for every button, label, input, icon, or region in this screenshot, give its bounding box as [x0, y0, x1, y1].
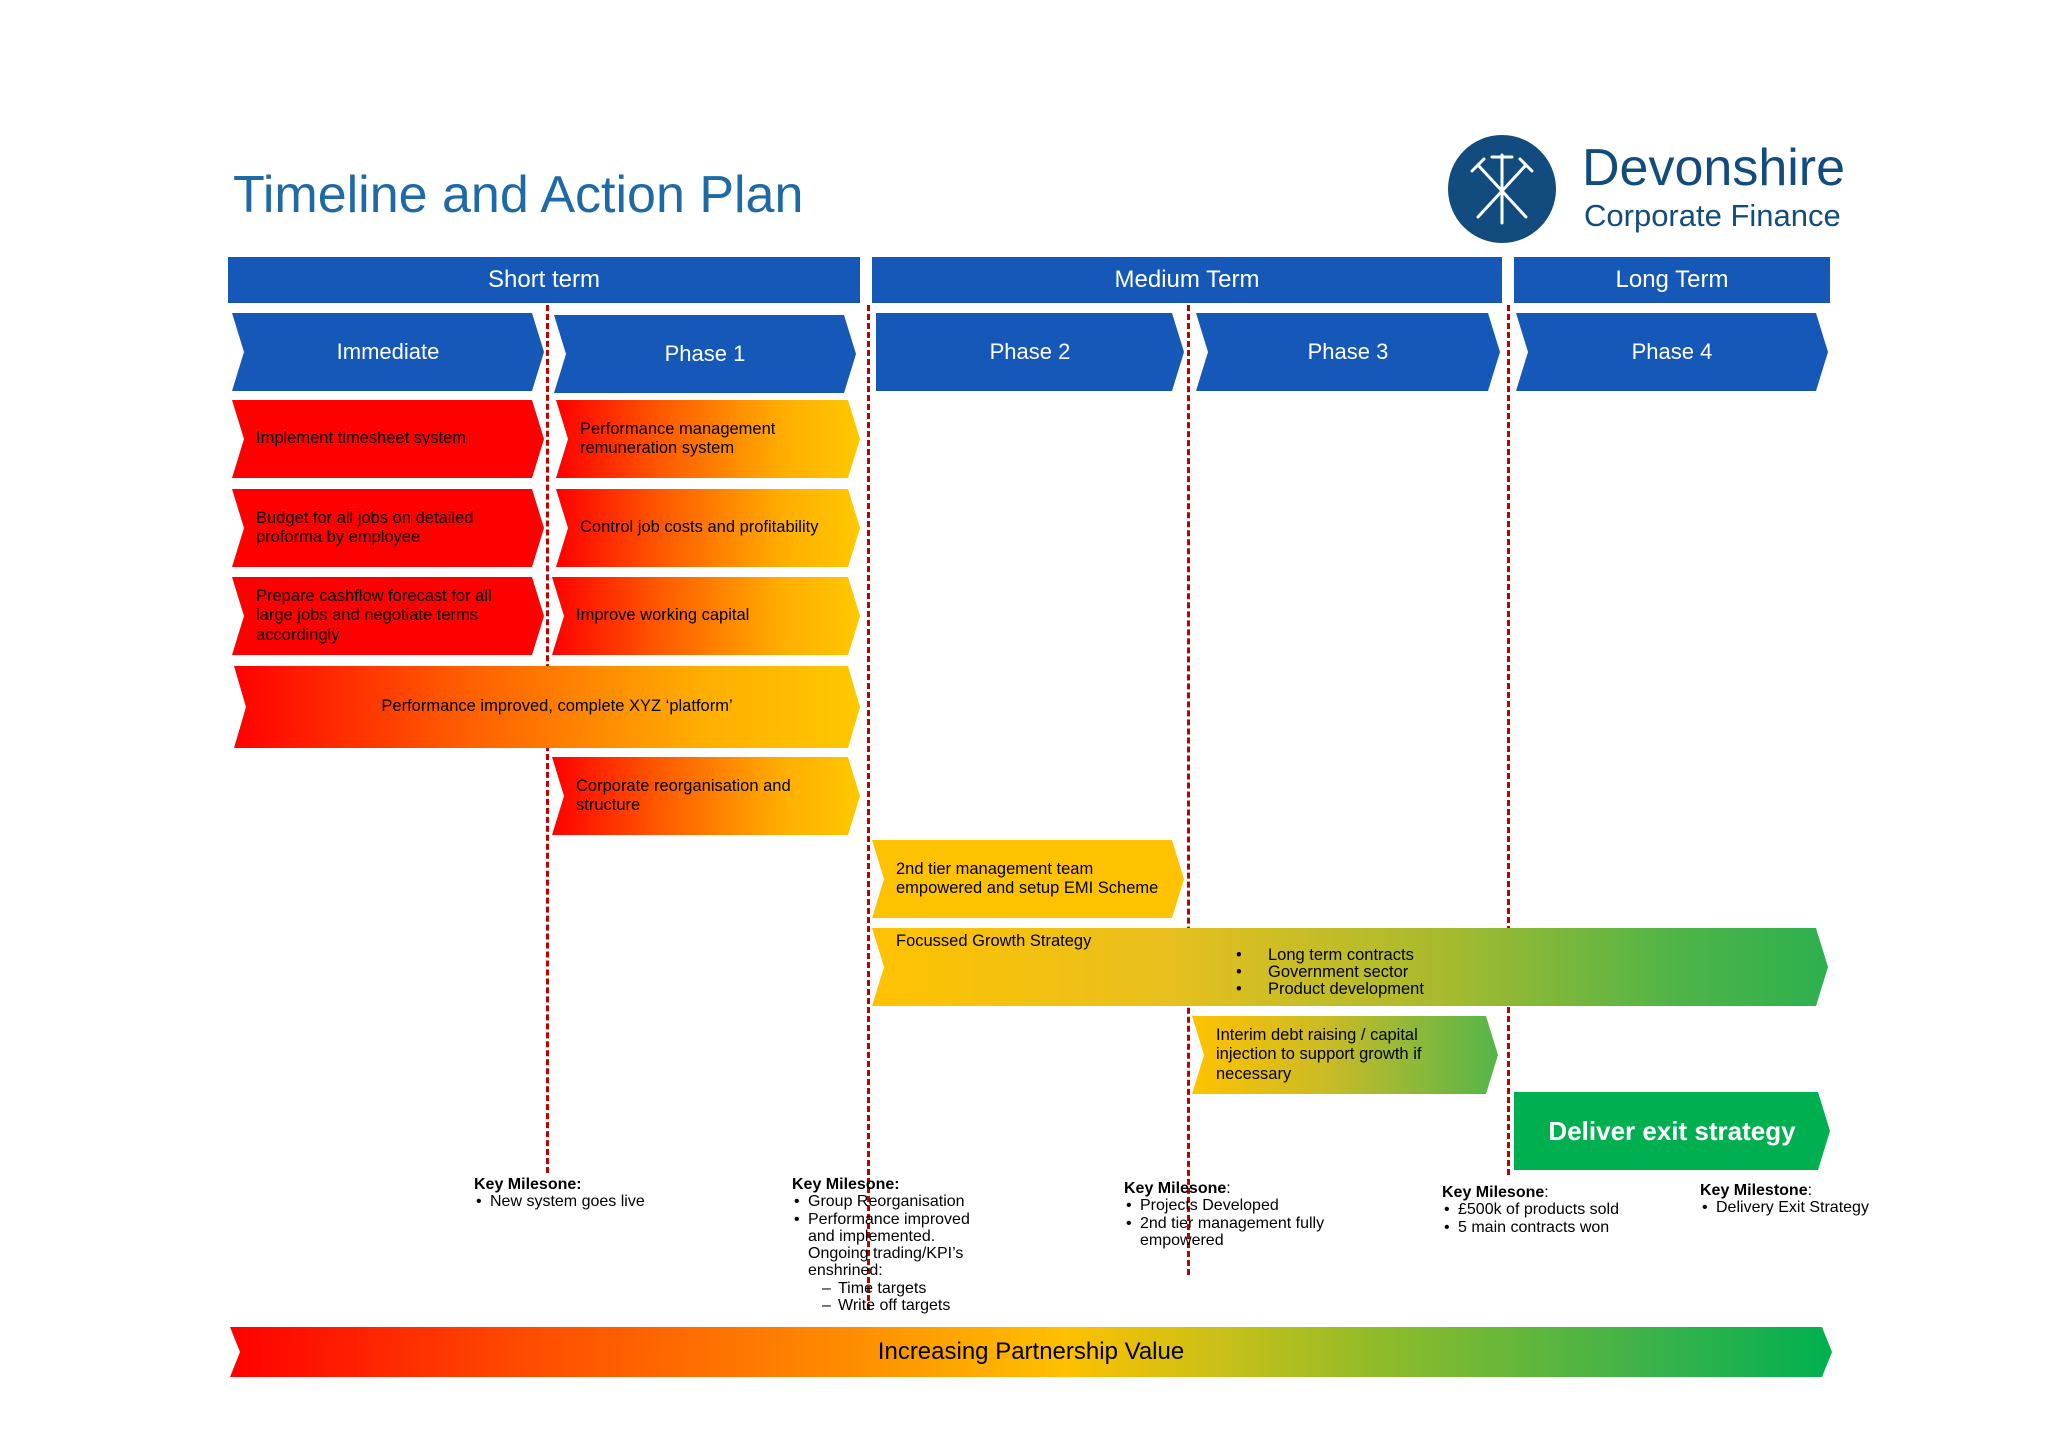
list-item: Projects Developed — [1124, 1197, 1364, 1215]
action-performance-management: Performance management remuneration syst… — [556, 400, 860, 478]
page-title: Timeline and Action Plan — [233, 166, 804, 224]
action-platform: Performance improved, complete XYZ ‘plat… — [234, 666, 860, 748]
growth-strategy-title: Focussed Growth Strategy — [896, 932, 1092, 950]
phase-immediate: Immediate — [232, 313, 544, 391]
list-item: New system goes live — [474, 1193, 714, 1211]
milestone-phase-4: Key Milestone: Delivery Exit Strategy — [1700, 1182, 1910, 1217]
term-medium: Medium Term — [872, 257, 1502, 303]
list-item: Performance improved and implemented. On… — [792, 1211, 992, 1280]
growth-strategy-list: Long term contracts Government sector Pr… — [1236, 946, 1424, 999]
milestone-immediate: Key Milesone: New system goes live — [474, 1176, 714, 1211]
phase-4: Phase 4 — [1516, 313, 1828, 391]
phase-divider — [1507, 305, 1510, 1175]
list-item: Time targets — [792, 1280, 992, 1298]
list-item: Delivery Exit Strategy — [1700, 1199, 1910, 1217]
phase-1: Phase 1 — [554, 315, 856, 393]
action-working-capital: Improve working capital — [552, 577, 860, 655]
milestone-heading: Key Milesone — [1124, 1180, 1227, 1197]
list-item: Write off targets — [792, 1297, 992, 1315]
milestone-phase-2: Key Milesone: Projects Developed 2nd tie… — [1124, 1180, 1364, 1249]
list-item: 2nd tier management fully empowered — [1124, 1215, 1364, 1250]
phase-divider — [867, 305, 870, 1310]
milestone-phase-3: Key Milesone: £500k of products sold 5 m… — [1442, 1184, 1662, 1236]
milestone-phase-1: Key Milesone: Group Reorganisation Perfo… — [792, 1176, 992, 1314]
logo-name: Devonshire — [1582, 139, 1846, 197]
phase-divider — [1187, 305, 1190, 1275]
logo-emblem-icon — [1448, 135, 1556, 243]
term-long: Long Term — [1514, 257, 1830, 303]
partnership-value-banner: Increasing Partnership Value — [230, 1327, 1832, 1377]
list-item: Long term contracts — [1236, 946, 1424, 964]
action-second-tier-management: 2nd tier management team empowered and s… — [872, 840, 1184, 918]
phase-2: Phase 2 — [876, 313, 1184, 391]
milestone-heading: Key Milesone: — [474, 1176, 582, 1193]
milestone-heading: Key Milesone: — [792, 1176, 900, 1193]
action-timesheet: Implement timesheet system — [232, 400, 544, 478]
action-reorganisation: Corporate reorganisation and structure — [552, 757, 860, 835]
milestone-heading: Key Milestone — [1700, 1182, 1808, 1199]
logo-subtitle: Corporate Finance — [1584, 198, 1841, 233]
list-item: Government sector — [1236, 963, 1424, 981]
term-short: Short term — [228, 257, 860, 303]
action-cashflow: Prepare cashflow forecast for all large … — [232, 577, 544, 655]
action-control-costs: Control job costs and profitability — [556, 489, 860, 567]
list-item: Product development — [1236, 981, 1424, 999]
action-exit-strategy: Deliver exit strategy — [1514, 1092, 1830, 1170]
milestone-heading: Key Milesone — [1442, 1184, 1545, 1201]
phase-3: Phase 3 — [1196, 313, 1500, 391]
list-item: 5 main contracts won — [1442, 1219, 1662, 1237]
list-item: £500k of products sold — [1442, 1201, 1662, 1219]
action-interim-debt: Interim debt raising / capital injection… — [1192, 1016, 1498, 1094]
list-item: Group Reorganisation — [792, 1193, 992, 1211]
action-budget: Budget for all jobs on detailed proforma… — [232, 489, 544, 567]
